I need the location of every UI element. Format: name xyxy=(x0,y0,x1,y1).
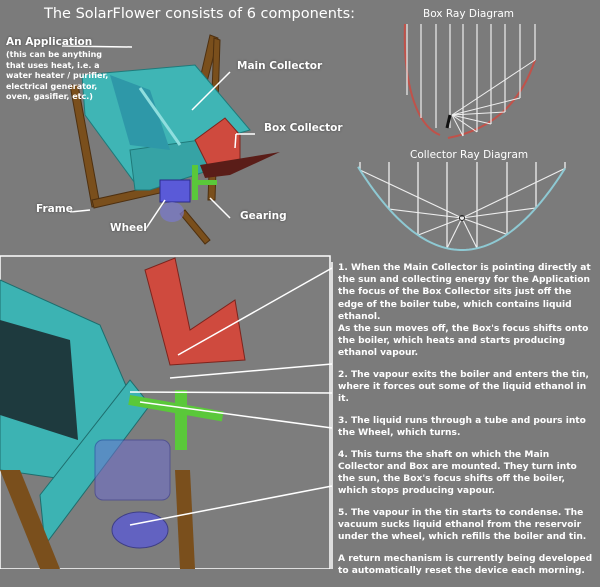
gearing xyxy=(192,165,217,200)
step-leader-lines xyxy=(129,262,333,569)
label-gearing: Gearing xyxy=(240,210,287,222)
bottom-panel xyxy=(0,255,331,569)
label-wheel: Wheel xyxy=(110,222,147,234)
box-mirror-left xyxy=(403,23,441,136)
reflected-ray xyxy=(451,97,521,116)
wheel xyxy=(159,179,191,222)
reflected-ray xyxy=(359,169,463,219)
collector-ray-diagram xyxy=(357,162,566,251)
reflected-ray xyxy=(461,217,478,249)
leader-lines xyxy=(61,45,255,231)
note-line: water heater / purifier, xyxy=(6,71,109,80)
label-frame: Frame xyxy=(36,203,73,215)
note-line: electrical generator, xyxy=(6,81,98,91)
return-note: A return mechanism is currently being de… xyxy=(338,554,593,577)
note-line: that uses heat, i.e. a xyxy=(6,60,100,70)
focus-point xyxy=(459,215,465,221)
reflected-ray xyxy=(451,114,464,137)
collector-ray-diagram-title: Collector Ray Diagram xyxy=(410,149,529,161)
box-collector xyxy=(194,117,280,178)
reflected-ray xyxy=(451,114,478,133)
main-collector xyxy=(81,64,251,191)
reflected-ray xyxy=(451,114,492,125)
reflected-ray xyxy=(417,217,463,236)
box-ray-diagram-title: Box Ray Diagram xyxy=(423,8,514,20)
top-render xyxy=(61,34,280,245)
step-3: 3. The liquid runs through a tube and po… xyxy=(338,416,586,439)
reflected-ray xyxy=(388,208,463,219)
reflected-ray xyxy=(461,167,566,219)
step-5: 5. The vapour in the tin starts to conde… xyxy=(338,508,587,543)
step-leader-line xyxy=(139,401,333,429)
page-title: The SolarFlower consists of 6 components… xyxy=(44,6,356,22)
solarflower-illustration xyxy=(0,23,566,569)
note-line: oven, gasifier, etc.) xyxy=(6,92,93,101)
step-1: 1. When the Main Collector is pointing d… xyxy=(338,262,594,360)
step-text: As the sun moves off, the Box's focus sh… xyxy=(338,324,589,359)
step-4: 4. This turns the shaft on which the Mai… xyxy=(338,449,577,497)
step-leader-line xyxy=(129,391,333,394)
steps-text: 1. When the Main Collector is pointing d… xyxy=(338,262,594,587)
step-leader-line xyxy=(169,363,333,379)
reflected-ray xyxy=(461,207,537,219)
note-line: (this can be anything xyxy=(6,50,103,59)
boiler-tube xyxy=(445,114,452,129)
reflected-ray xyxy=(451,59,536,116)
label-main-collector: Main Collector xyxy=(237,60,323,72)
reflected-ray xyxy=(451,111,506,116)
step-leader-line xyxy=(129,485,333,526)
label-application: An Application xyxy=(6,36,93,48)
step-2: 2. The vapour exits the boiler and enter… xyxy=(338,370,589,405)
collector-mirror xyxy=(357,166,566,251)
step-leader-line xyxy=(177,267,333,356)
reflected-ray xyxy=(446,217,463,249)
label-box-collector: Box Collector xyxy=(264,122,343,134)
box-ray-diagram xyxy=(403,23,536,139)
application-note: (this can be anything that uses heat, i.… xyxy=(6,50,108,103)
box-mirror-right xyxy=(447,59,536,139)
step-text: 1. When the Main Collector is pointing d… xyxy=(338,263,591,322)
reflected-ray xyxy=(461,217,508,235)
